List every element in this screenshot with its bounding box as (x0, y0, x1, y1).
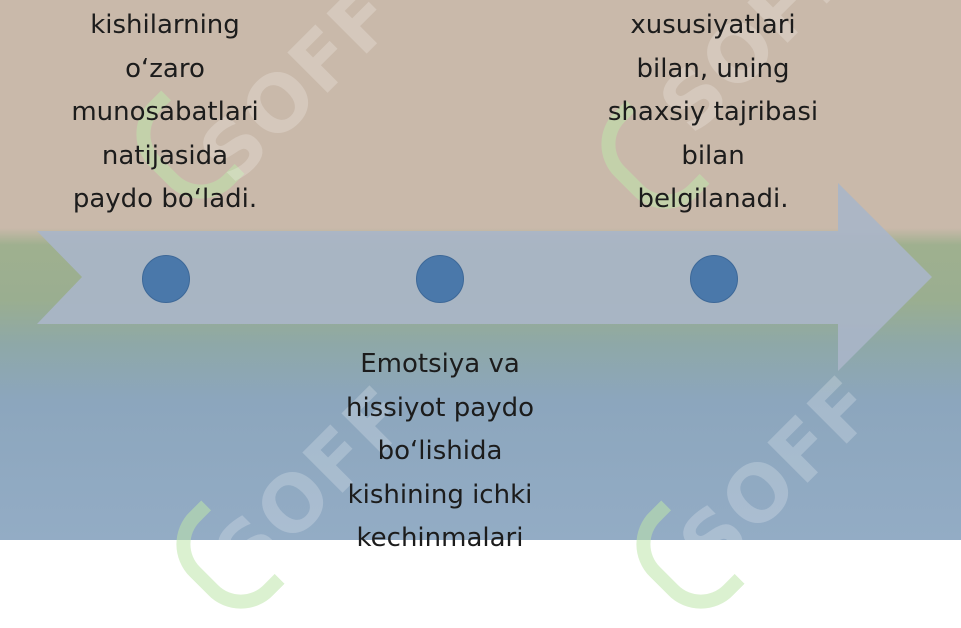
text-line: o‘zaro (125, 53, 205, 84)
text-block-right: xususiyatlari bilan, uning shaxsiy tajri… (583, 4, 843, 222)
text-block-left: kishilarning o‘zaro munosabatlari natija… (40, 4, 290, 222)
text-line: bilan, uning (636, 53, 790, 84)
text-line: xususiyatlari (630, 10, 796, 40)
text-block-center: Emotsiya va hissiyot paydo bo‘lishida ki… (310, 343, 570, 561)
timeline-marker-2 (416, 255, 464, 303)
text-line: Emotsiya va (360, 349, 520, 379)
timeline-marker-1 (142, 255, 190, 303)
timeline-marker-3 (690, 255, 738, 303)
text-line: kishilarning (90, 10, 240, 40)
text-line: bo‘lishida (377, 436, 503, 466)
text-line: kechinmalari (356, 523, 524, 553)
text-line: munosabatlari (71, 97, 259, 127)
timeline-arrow-shape (37, 183, 932, 371)
text-line: shaxsiy tajribasi (607, 97, 819, 127)
timeline-arrow (37, 183, 932, 371)
text-line: natijasida (101, 140, 229, 171)
text-line: bilan (681, 140, 745, 171)
text-line: hissiyot paydo (345, 392, 534, 423)
text-line: paydo bo‘ladi. (72, 184, 258, 214)
text-line: kishining ichki (347, 479, 533, 510)
text-line: belgilanadi. (637, 184, 789, 214)
